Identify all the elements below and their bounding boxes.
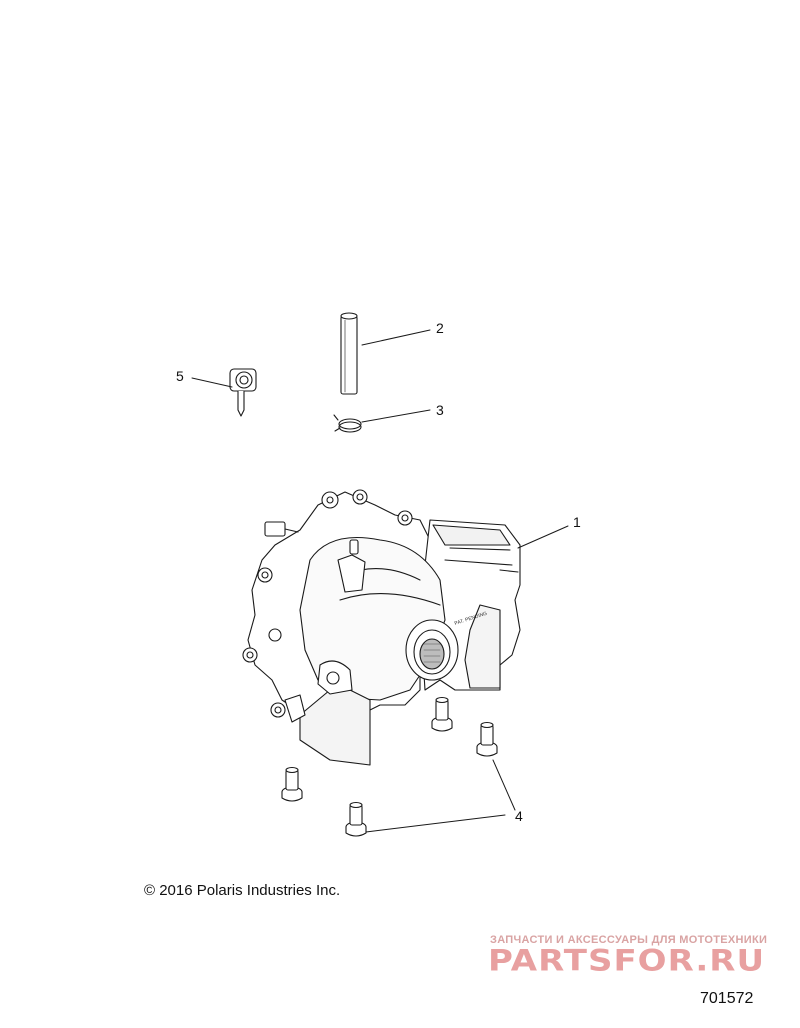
part-4-screw	[431, 696, 453, 732]
diagram-id: 701572	[700, 990, 754, 1007]
part-3-clamp	[333, 414, 362, 433]
part-4-screw	[281, 766, 303, 802]
part-4-screw	[345, 801, 367, 837]
callout-1: 1	[573, 514, 581, 530]
part-5-fitting	[229, 368, 257, 417]
watermark-tagline: ЗАПЧАСТИ И АКСЕССУАРЫ ДЛЯ МОТОТЕХНИКИ	[490, 934, 768, 946]
leader-lines	[191, 329, 569, 833]
part-1-gearcase: PAT. PENDING	[242, 489, 521, 766]
copyright-notice: © 2016 Polaris Industries Inc.	[144, 882, 341, 899]
part-4-screw	[476, 721, 498, 757]
watermark-logo: PARTSFOR.RU	[488, 944, 766, 978]
part-2-tube	[340, 312, 358, 395]
callout-4: 4	[515, 808, 523, 824]
callout-3: 3	[436, 402, 444, 418]
callout-2: 2	[436, 320, 444, 336]
callout-5: 5	[176, 368, 184, 384]
